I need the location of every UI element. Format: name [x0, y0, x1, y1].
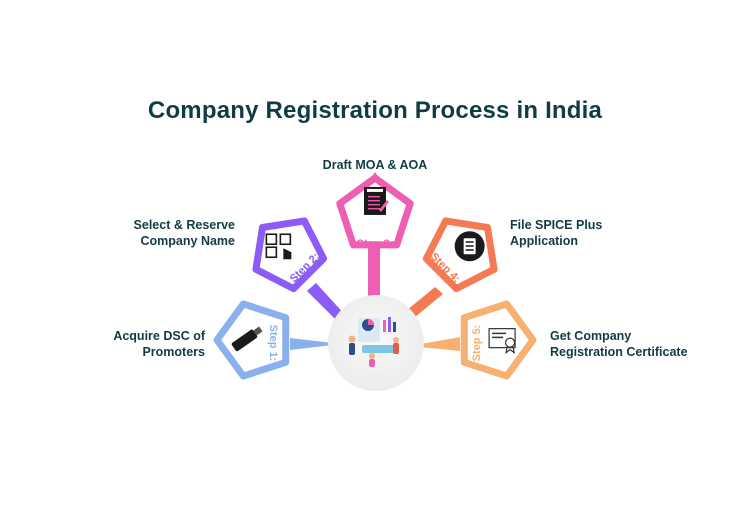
step-5-tag: Step 5: [471, 325, 483, 362]
document-icon [364, 186, 389, 215]
connector-step-1 [290, 338, 342, 350]
step-1-badge: Step 1: [213, 300, 290, 380]
hub [328, 295, 424, 391]
step-3-tag: Step 3: [357, 238, 394, 250]
connector-step-5 [410, 337, 460, 351]
page-title: Company Registration Process in India [147, 97, 603, 124]
connector-step-2 [307, 283, 348, 324]
step-1-tag: Step 1: [267, 325, 279, 362]
analytics-people-icon [348, 317, 399, 367]
form-icon [454, 231, 485, 262]
step-5-badge: Step 5: [460, 300, 537, 380]
usb-token-icon [231, 326, 263, 352]
step-4-badge: Step 4: [422, 217, 498, 293]
step-2-label: Select & Reserve Company Name [133, 218, 235, 248]
step-3-badge: Step 3: [336, 174, 414, 250]
certificate-icon [488, 328, 516, 355]
step-3-label: Draft MOA & AOA [322, 158, 428, 172]
step-2-badge: Step 2: [252, 217, 328, 293]
step-5-label: Get Company Registration Certificate [550, 329, 688, 359]
step-4-label: File SPICE Plus Application [510, 218, 603, 248]
step-1-label: Acquire DSC of Promoters [113, 329, 205, 359]
touch-select-icon [265, 233, 292, 260]
hub-circle [328, 295, 424, 391]
